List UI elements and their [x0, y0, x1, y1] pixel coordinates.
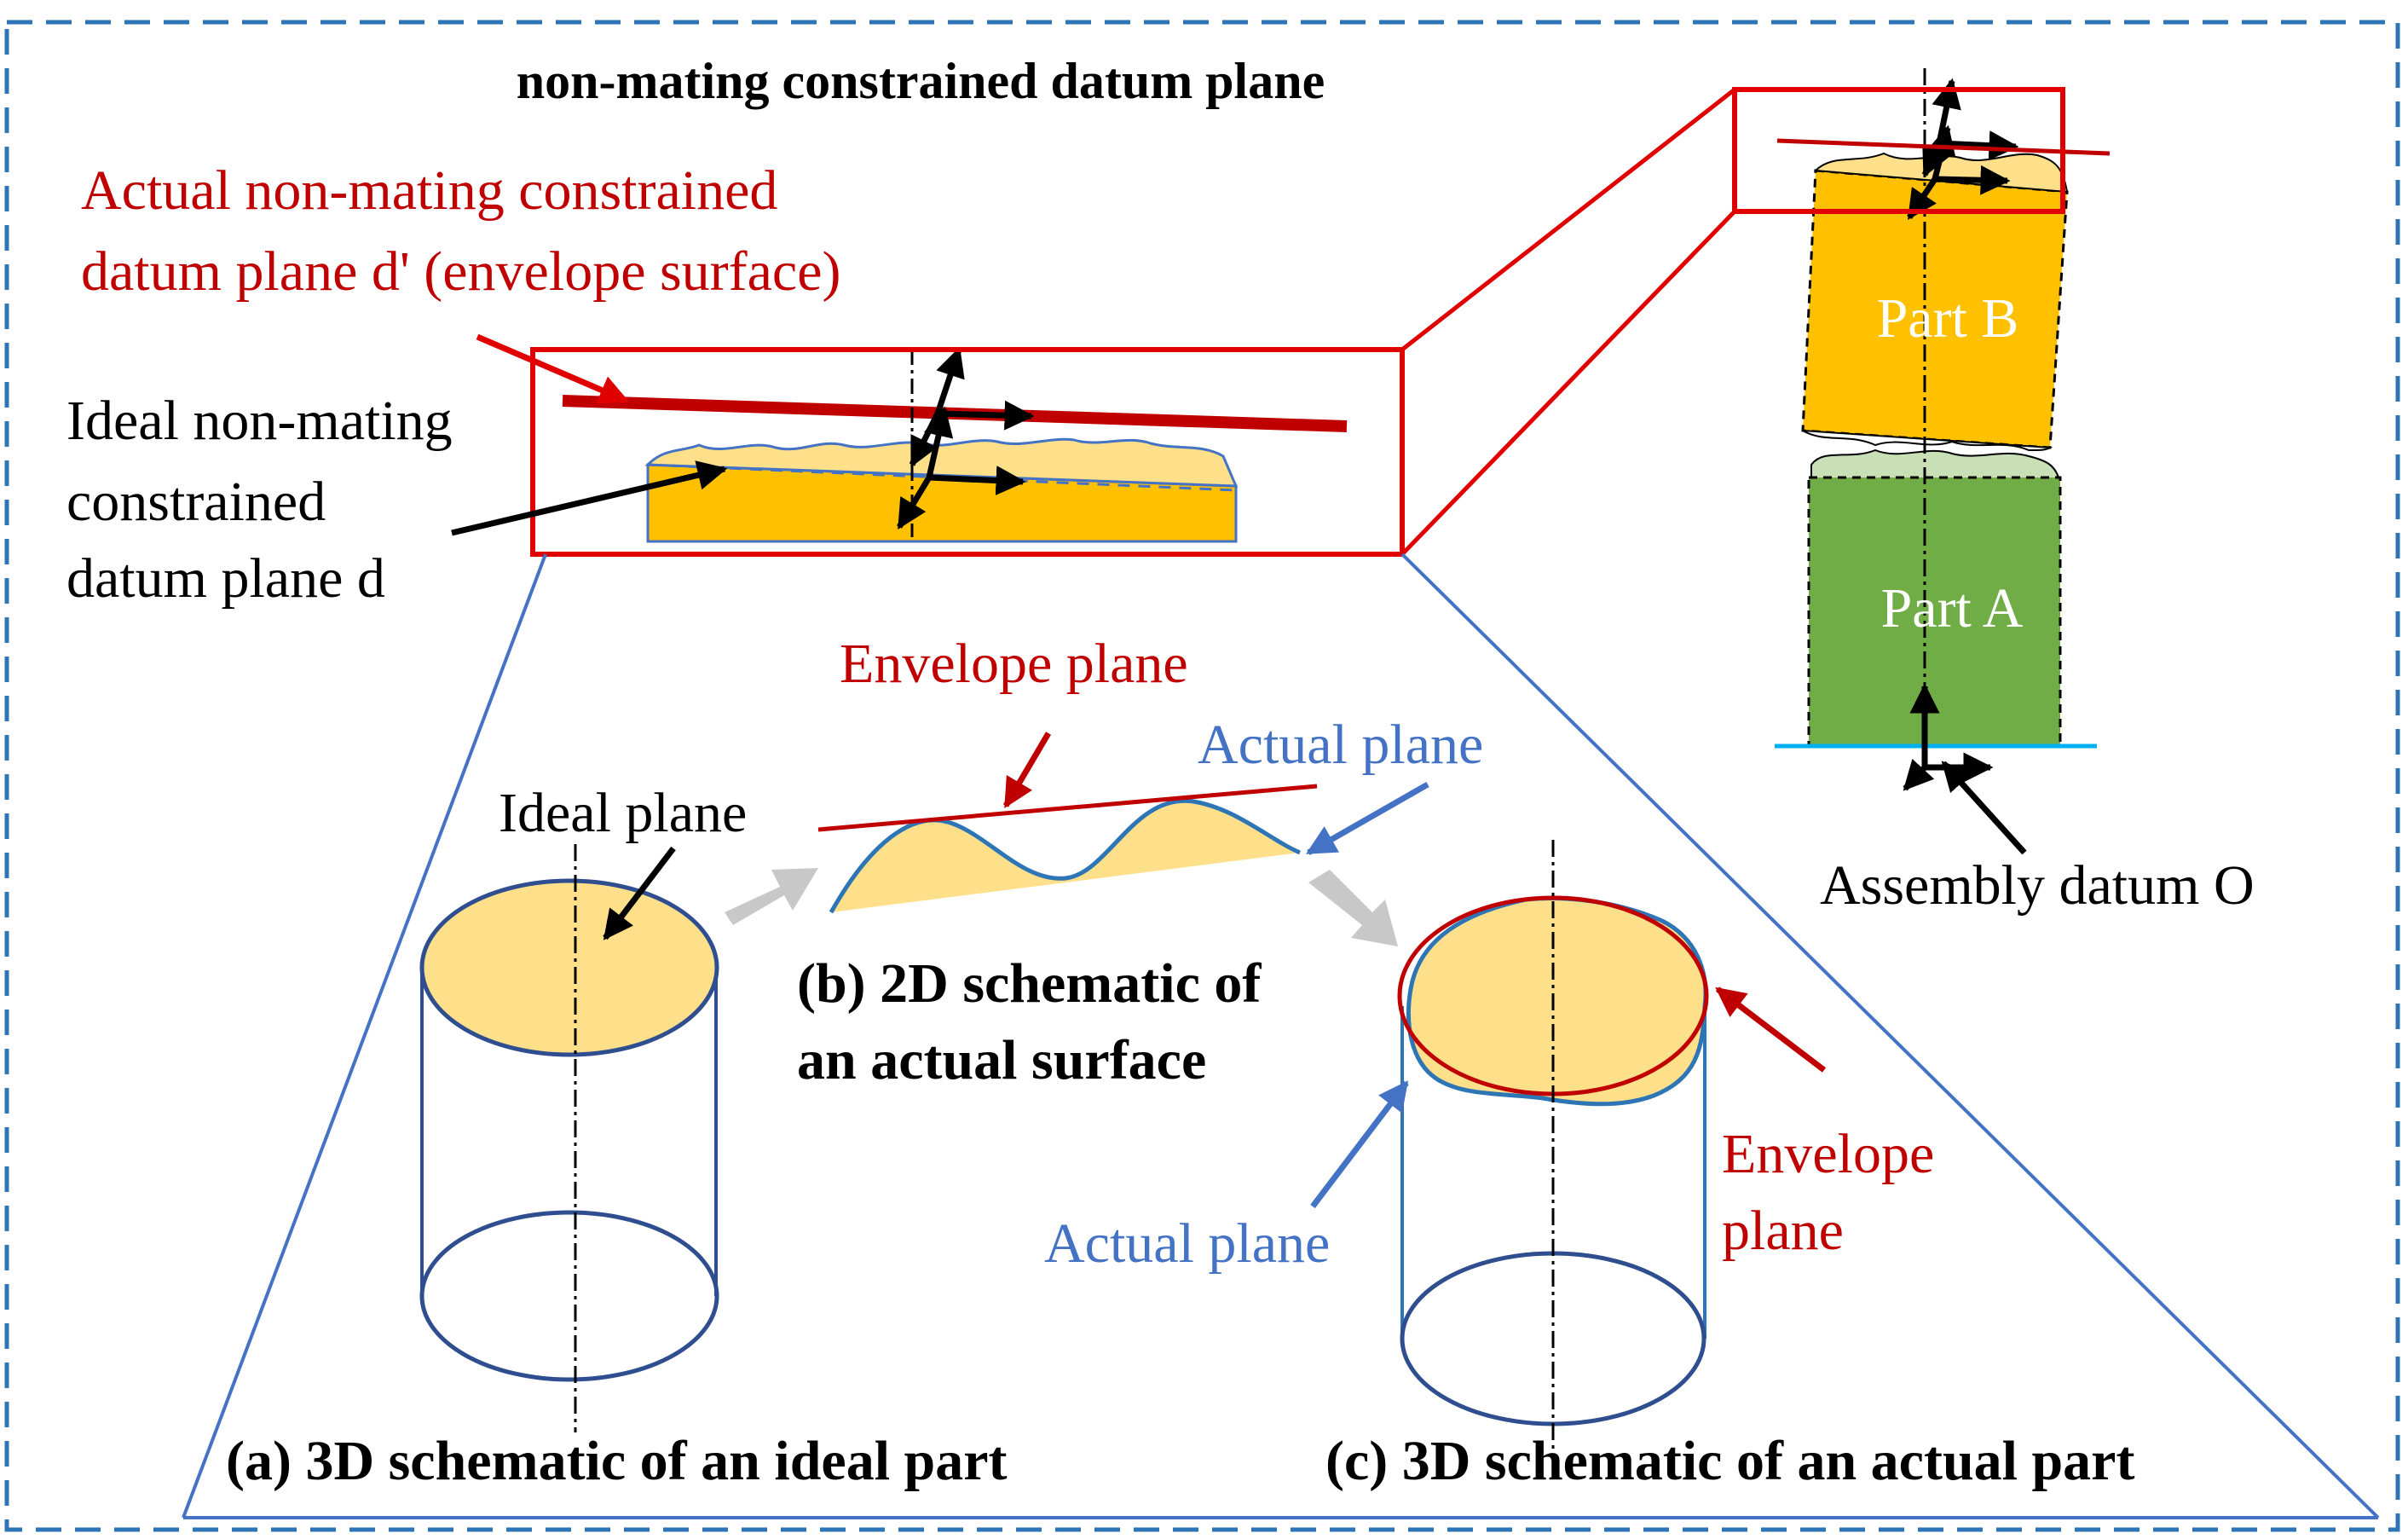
envelope-plane-arrow-c — [1715, 986, 1827, 1073]
actual-part-top-plane — [1406, 896, 1708, 1107]
assembly-envelope-line — [1776, 138, 2111, 156]
panel-a-caption: (a) 3D schematic of an ideal part — [226, 1430, 1008, 1492]
perspective-line-right — [1400, 553, 2380, 1519]
flow-arrow-a-to-b — [725, 868, 818, 925]
envelope-plane-label-c-2: plane — [1722, 1200, 1844, 1262]
actual-datum-arrow — [476, 333, 630, 404]
assembly-datum-label: Assembly datum O — [1820, 854, 2255, 917]
actual-datum-label-1: Actual non-mating constrained — [81, 159, 777, 222]
zoom-connector-bottom — [1400, 210, 1736, 556]
panel-b-caption-1: (b) 2D schematic of — [797, 952, 1262, 1015]
outer-frame — [4, 20, 2400, 1532]
zoom-detail — [530, 346, 1405, 557]
surface-2d-profile — [829, 798, 1301, 914]
actual-plane-arrow-b — [1305, 781, 1429, 856]
part-a-label: Part A — [1881, 577, 2024, 639]
actual-part-cylinder — [1397, 840, 1709, 1484]
zoom-connector-top — [1400, 88, 1736, 351]
surface-2d-envelope-line — [817, 784, 1318, 832]
zoom-detail-box — [530, 347, 1405, 557]
flow-arrow-b-to-c — [1308, 870, 1398, 946]
actual-plane-label-c: Actual plane — [1044, 1212, 1330, 1275]
part-a-contact-surface — [1810, 448, 2059, 483]
ideal-datum-label-3: datum plane d — [66, 547, 385, 610]
ideal-plane-label: Ideal plane — [499, 782, 747, 844]
assembly — [1732, 68, 2111, 855]
perspective-line-left — [182, 553, 547, 1519]
diagram-title: non-mating constrained datum plane — [517, 53, 1325, 109]
envelope-plane-arrow-b — [1002, 732, 1052, 809]
panel-b-caption-2: an actual surface — [797, 1029, 1206, 1091]
assembly-datum-arrow — [1941, 761, 2027, 855]
surface-2d-schematic — [817, 784, 1318, 914]
assembly-detail-box — [1732, 87, 2065, 214]
ideal-plane-arrow — [603, 846, 676, 940]
part-b-bottom-surface — [1802, 430, 2053, 452]
panel-c-caption: (c) 3D schematic of an actual part — [1325, 1430, 2134, 1492]
ideal-datum-label-2: constrained — [66, 471, 326, 533]
actual-datum-label-2: datum plane d' (envelope surface) — [81, 240, 840, 303]
surface-2d-fill — [831, 801, 1300, 912]
ideal-part-cylinder — [419, 844, 719, 1432]
ideal-datum-arrow — [451, 460, 728, 536]
actual-plane-label-b: Actual plane — [1198, 714, 1483, 776]
envelope-plane-label-b: Envelope plane — [840, 633, 1188, 695]
ideal-part-top-plane — [419, 878, 719, 1057]
ideal-part-bottom — [419, 1210, 719, 1382]
ideal-datum-label-1: Ideal non-mating — [66, 390, 453, 452]
part-b-label: Part B — [1877, 287, 2019, 350]
envelope-plane-label-c-1: Envelope — [1722, 1123, 1934, 1185]
actual-plane-arrow-c — [1310, 1080, 1409, 1209]
